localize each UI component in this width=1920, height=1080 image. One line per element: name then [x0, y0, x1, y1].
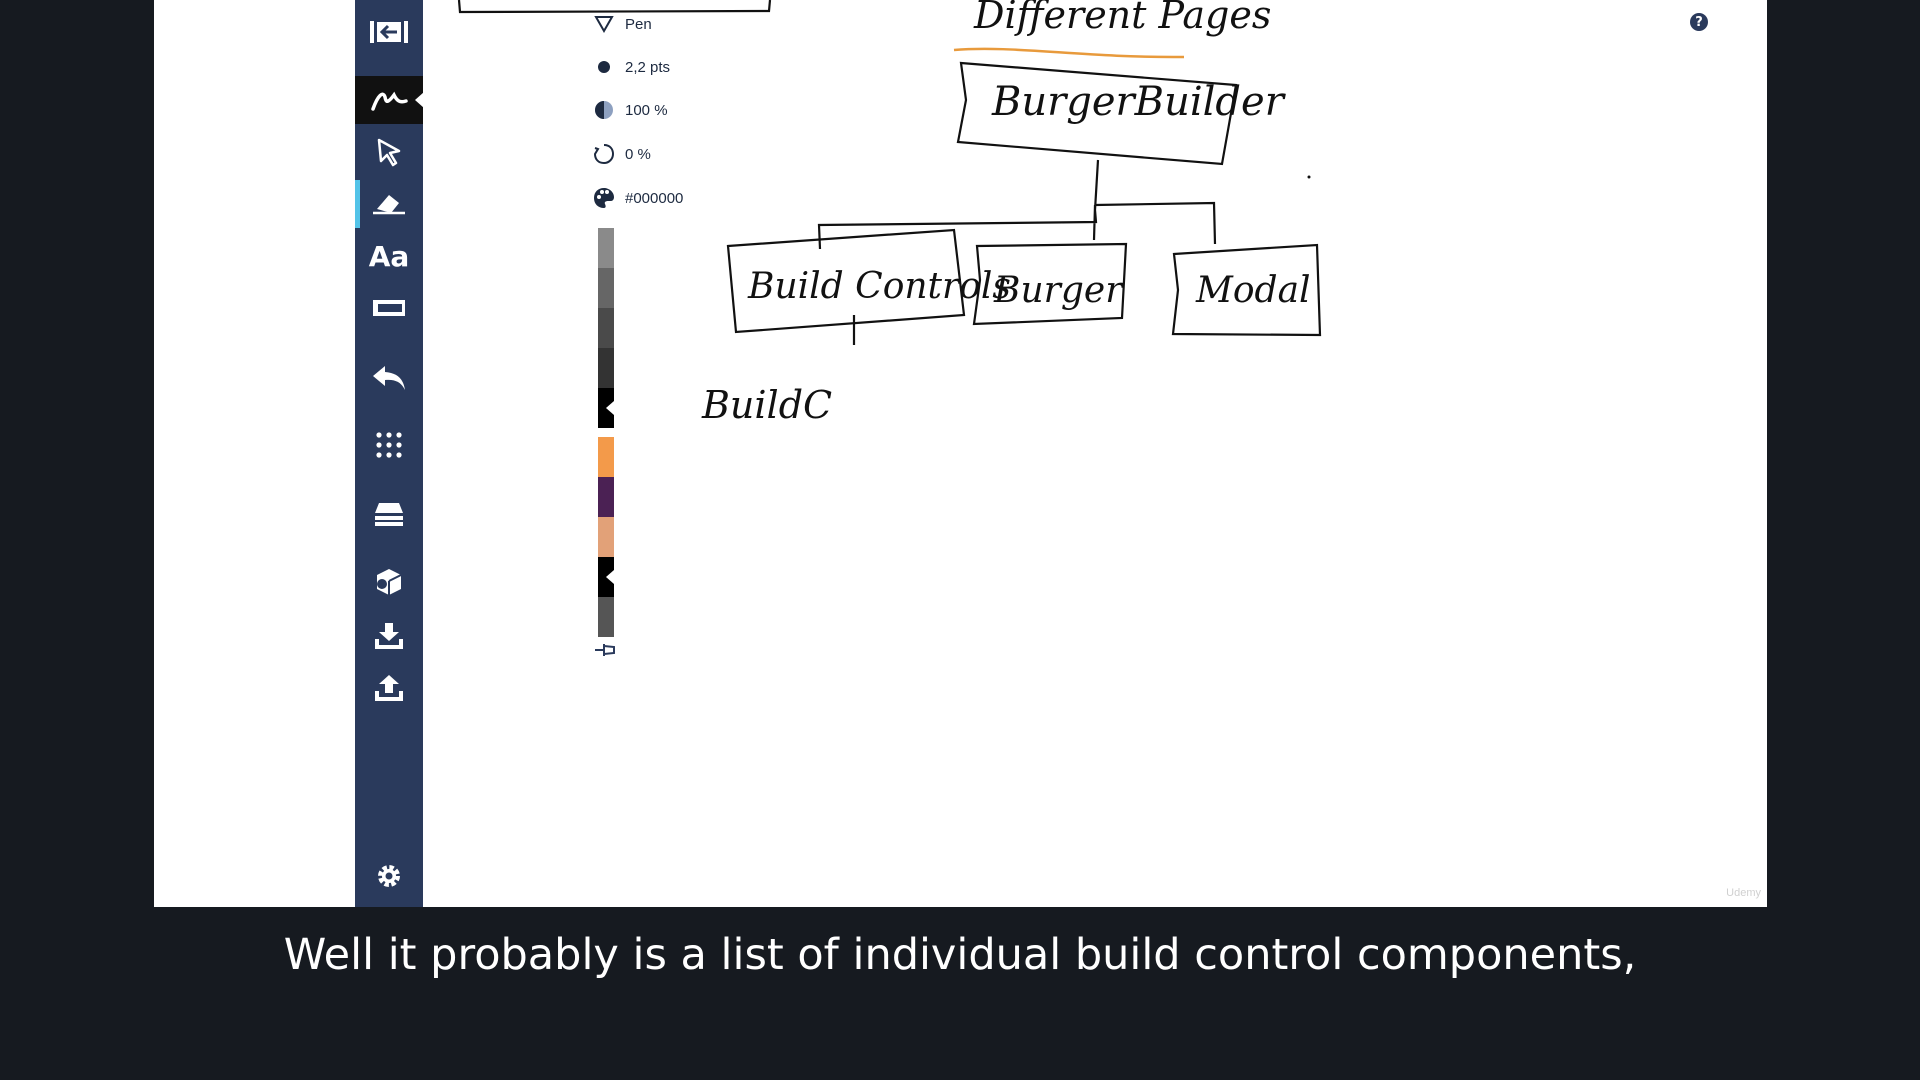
color-palette: [598, 228, 614, 637]
color-swatch[interactable]: [598, 308, 614, 348]
color-swatch[interactable]: [598, 597, 614, 637]
node-box-root: [956, 61, 1238, 166]
color-value: #000000: [625, 189, 684, 207]
node-label-modal: Modal: [1195, 270, 1311, 311]
color-swatch[interactable]: [598, 437, 614, 477]
canvas-heading: Different Pages: [973, 0, 1271, 37]
grid-icon[interactable]: [355, 421, 423, 469]
color-swatch[interactable]: [598, 388, 614, 428]
panel-toggle-icon[interactable]: [355, 8, 423, 56]
opacity-row[interactable]: 100 %: [592, 98, 668, 122]
smoothing-value: 0 %: [625, 145, 651, 163]
undo-icon[interactable]: [355, 354, 423, 402]
tree-connectors: [817, 159, 1217, 345]
tool-type-row[interactable]: Pen: [592, 12, 652, 36]
pin-icon[interactable]: [594, 640, 620, 660]
color-swatch[interactable]: [598, 268, 614, 308]
upload-icon[interactable]: [355, 664, 423, 712]
download-icon[interactable]: [355, 612, 423, 660]
color-swatch[interactable]: [598, 557, 614, 597]
smoothing-icon: [593, 144, 615, 165]
color-row[interactable]: #000000: [592, 186, 683, 210]
node-label-grandchild: BuildC: [701, 383, 832, 427]
shapes-icon[interactable]: [355, 558, 423, 606]
text-icon[interactable]: Aa: [355, 232, 423, 280]
top-box-remnant: [457, 0, 772, 14]
stroke-size-row[interactable]: 2,2 pts: [592, 55, 670, 79]
stray-dot: [1307, 175, 1311, 179]
opacity-value: 100 %: [625, 101, 668, 119]
node-box-build-controls: [726, 228, 966, 334]
node-box-modal: [1171, 243, 1322, 337]
help-icon[interactable]: ?: [1690, 13, 1708, 31]
stroke-size-value: 2,2 pts: [625, 58, 671, 76]
tool-properties-panel: Pen 2,2 pts 100 % 0 % #000000: [592, 0, 752, 680]
watermark: Udemy: [1726, 887, 1761, 899]
color-swatch[interactable]: [598, 348, 614, 388]
settings-icon[interactable]: [355, 852, 423, 900]
subtitle-caption: Well it probably is a list of individual…: [283, 930, 1637, 980]
palette-icon: [594, 188, 614, 208]
node-box-burger: [972, 242, 1128, 326]
color-swatch[interactable]: [598, 517, 614, 557]
highlighter-icon[interactable]: [355, 180, 423, 228]
node-label-build-controls: Build Controls: [747, 266, 1011, 307]
tool-type-label: Pen: [625, 15, 652, 33]
color-swatch[interactable]: [598, 228, 614, 268]
text-tool-label: Aa: [368, 239, 410, 273]
select-arrow-icon[interactable]: [355, 128, 423, 176]
left-toolbar: Aa: [355, 0, 424, 907]
dot-icon: [598, 61, 610, 73]
color-swatch[interactable]: [598, 477, 614, 517]
node-label-root: BurgerBuilder: [991, 79, 1287, 125]
opacity-icon: [595, 101, 613, 119]
funnel-icon: [594, 16, 614, 34]
pen-icon[interactable]: [355, 76, 424, 124]
heading-underline: [953, 47, 1185, 59]
layers-icon[interactable]: [355, 490, 423, 538]
drawing-canvas[interactable]: Different Pages BurgerBuilder Build Cont…: [154, 0, 1767, 907]
smoothing-row[interactable]: 0 %: [592, 142, 651, 166]
rectangle-icon[interactable]: [355, 284, 423, 332]
video-frame: Different Pages BurgerBuilder Build Cont…: [154, 0, 1767, 907]
node-label-burger: Burger: [993, 270, 1124, 311]
